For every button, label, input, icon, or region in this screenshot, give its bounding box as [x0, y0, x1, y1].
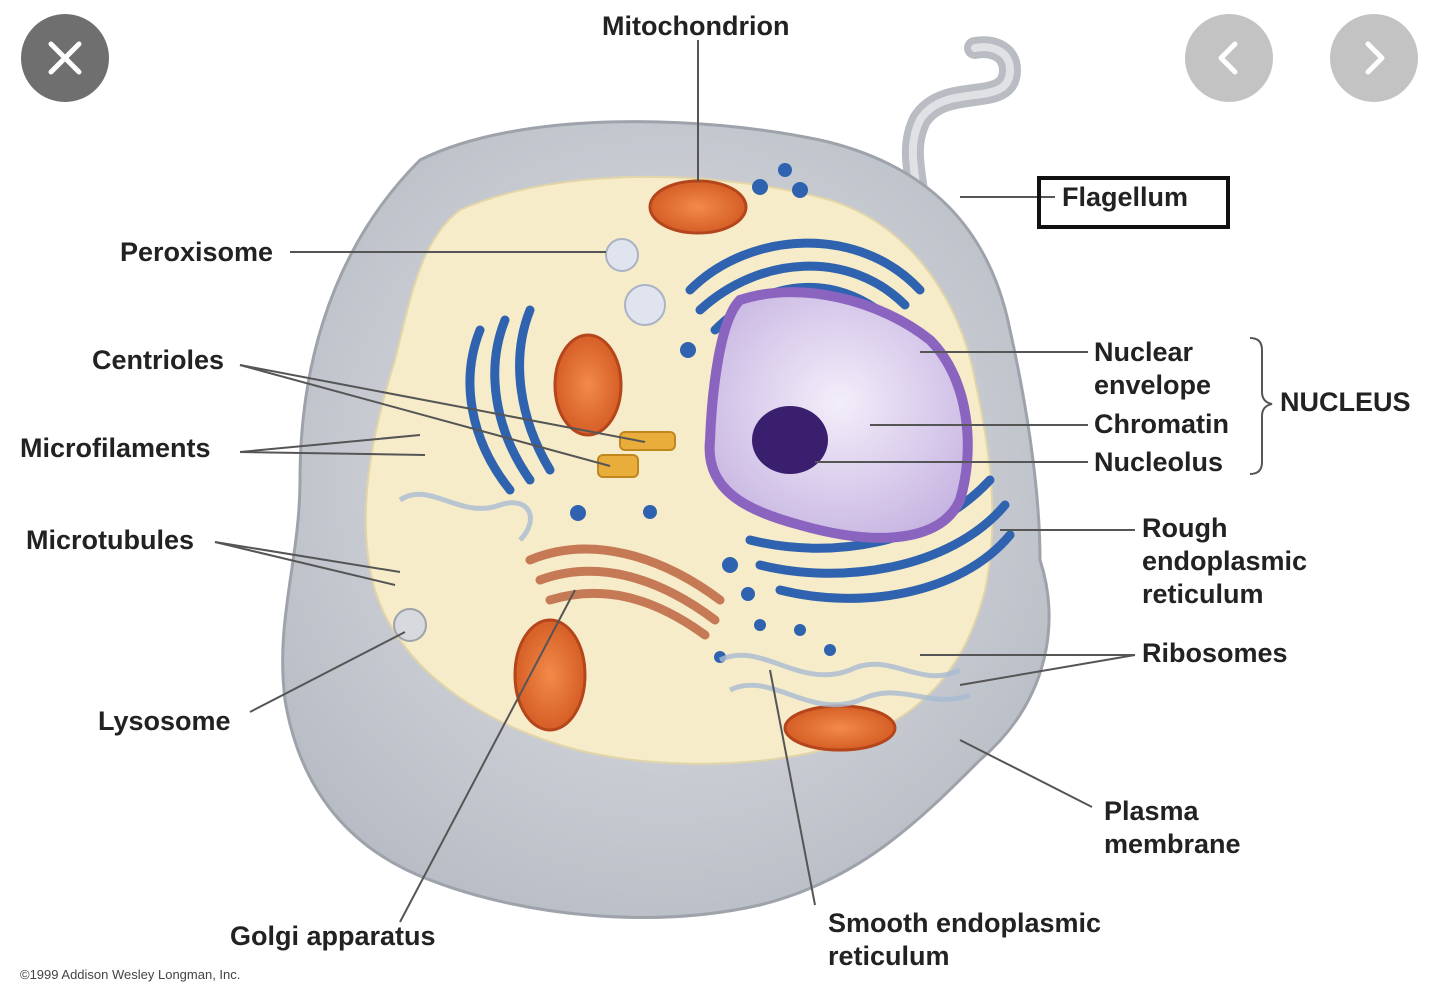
leader-lines: [214, 40, 1136, 923]
peroxisome-shape: [605, 238, 639, 272]
centrioles-shapes: [597, 431, 676, 478]
next-image-button[interactable]: [1330, 14, 1418, 102]
smooth-er-shapes: [398, 491, 971, 708]
chevron-left-icon: [1218, 41, 1238, 75]
label-microfilaments: Microfilaments: [20, 433, 211, 463]
label-lysosome: Lysosome: [98, 706, 231, 736]
close-button[interactable]: [21, 14, 109, 102]
label-ribosomes: Ribosomes: [1142, 638, 1288, 668]
mitochondria-shapes: [513, 179, 897, 752]
label-nucleus-group: NUCLEUS: [1280, 387, 1411, 417]
label-plasma-membrane: Plasma membrane: [1104, 796, 1241, 859]
vesicle-shapes: [570, 163, 836, 663]
close-icon: [48, 41, 82, 75]
chevron-right-icon: [1365, 41, 1385, 75]
previous-image-button[interactable]: [1185, 14, 1273, 102]
label-rough-er: Rough endoplasmic reticulum: [1142, 513, 1308, 609]
label-centrioles: Centrioles: [92, 345, 225, 375]
flagellum-highlight-box: [1037, 176, 1230, 229]
label-smooth-er: Smooth endoplasmic reticulum: [828, 908, 1102, 971]
label-peroxisome: Peroxisome: [120, 237, 274, 267]
label-golgi-apparatus: Golgi apparatus: [230, 921, 436, 951]
nucleus-brace: [1249, 337, 1273, 475]
label-nuclear-envelope: Nuclear envelope: [1094, 337, 1212, 400]
nucleolus-shape: [752, 406, 828, 474]
golgi-shapes: [525, 544, 725, 640]
label-chromatin: Chromatin: [1094, 409, 1229, 439]
label-nucleolus: Nucleolus: [1094, 447, 1224, 477]
label-mitochondrion: Mitochondrion: [602, 11, 790, 41]
label-flagellum: Flagellum: [1062, 182, 1189, 212]
nucleus-shape: [704, 287, 973, 543]
copyright-notice: ©1999 Addison Wesley Longman, Inc.: [20, 967, 241, 982]
label-microtubules: Microtubules: [26, 525, 195, 555]
